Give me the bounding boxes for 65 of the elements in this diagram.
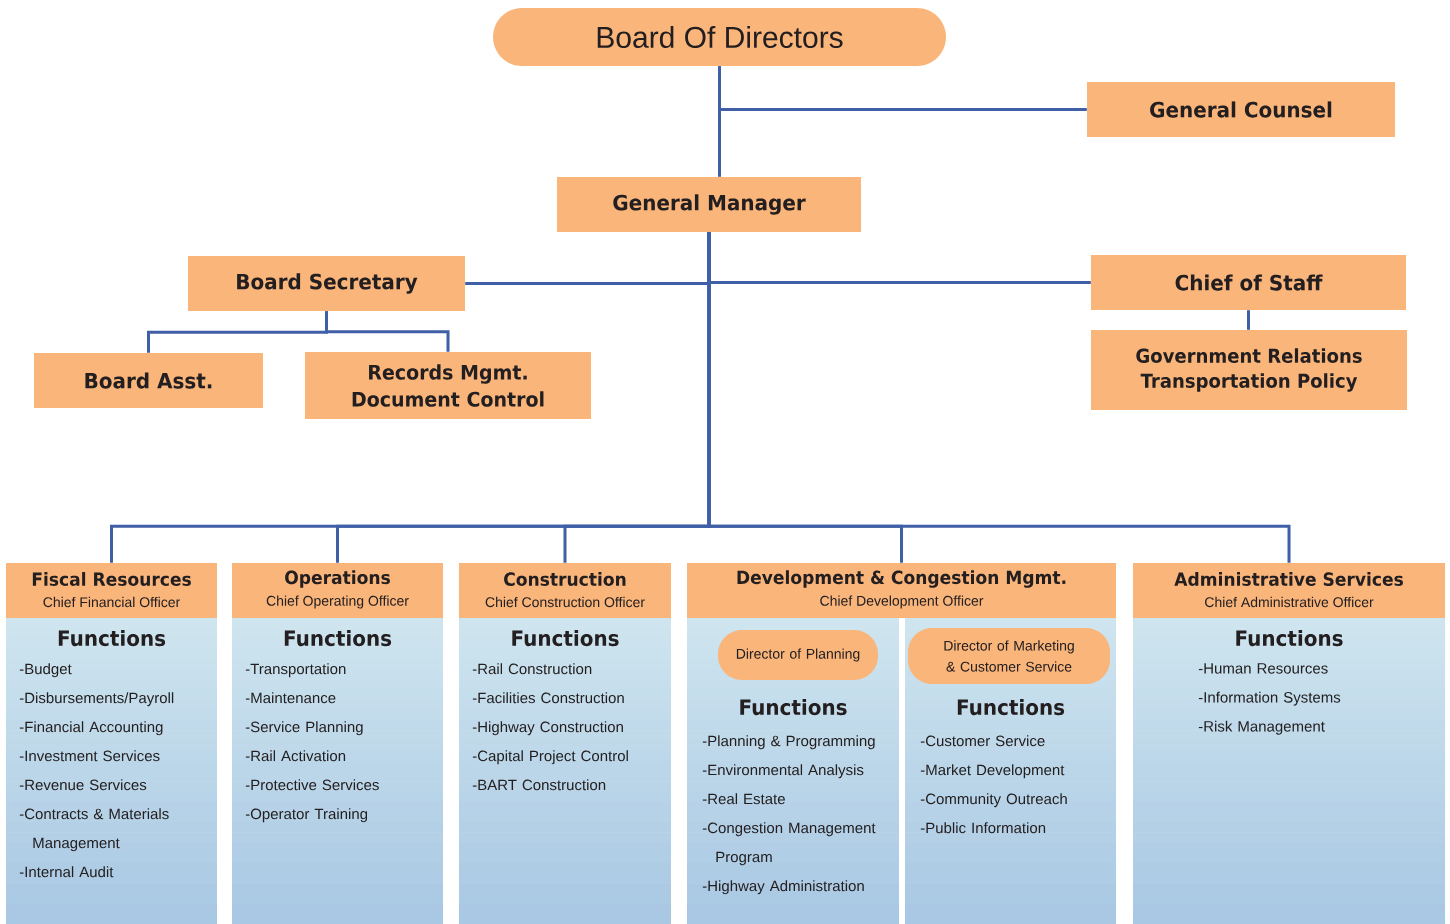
function-item: -Community Outreach xyxy=(920,793,1067,808)
functions-heading: Functions xyxy=(740,698,847,716)
officer-title: Chief Construction Officer xyxy=(485,596,645,608)
department-title: Fiscal Resources xyxy=(32,572,191,586)
function-item: -Risk Management xyxy=(1198,720,1325,735)
function-item: -Planning & Programming xyxy=(702,735,875,750)
functions-heading: Functions xyxy=(957,698,1065,716)
department-title: Administrative Services xyxy=(1174,572,1403,586)
function-item: -Congestion Management Program xyxy=(702,822,876,866)
function-item: -Financial Accounting xyxy=(19,721,163,736)
officer-title: Chief Financial Officer xyxy=(43,596,180,608)
function-item: -Disbursements/Payroll xyxy=(19,692,174,707)
department-column xyxy=(1133,563,1445,924)
connector-line xyxy=(1247,310,1250,330)
director-pill: Director of Marketing & Customer Service xyxy=(908,628,1110,684)
function-item: -Revenue Services xyxy=(19,779,147,791)
function-item: -Real Estate xyxy=(702,793,785,805)
function-item: -Information Systems xyxy=(1198,691,1341,706)
function-item: -Budget xyxy=(19,663,72,678)
function-item: -Maintenance xyxy=(245,692,336,704)
function-item: -Internal Audit xyxy=(19,866,114,878)
function-item: -Public Information xyxy=(920,822,1046,834)
role-box: Chief of Staff xyxy=(1091,255,1406,310)
officer-title: Chief Operating Officer xyxy=(266,595,409,609)
connector-line xyxy=(707,232,1291,563)
role-box: Government Relations Transportation Policy xyxy=(1091,330,1407,410)
director-pill: Director of Planning xyxy=(718,630,878,680)
role-box: Board Asst. xyxy=(34,353,263,408)
role-box: Records Mgmt. Document Control xyxy=(305,352,591,419)
department-column xyxy=(687,563,1116,618)
title-pill: Board Of Directors xyxy=(493,8,946,66)
function-item: -Market Development xyxy=(920,764,1065,779)
function-item: -Rail Construction xyxy=(472,663,592,675)
officer-title: Chief Administrative Officer xyxy=(1205,596,1374,608)
department-column xyxy=(232,563,443,924)
function-item: -Environmental Analysis xyxy=(702,764,864,779)
function-item: -Contracts & Materials Management xyxy=(19,808,169,852)
function-item: -Human Resources xyxy=(1198,663,1328,674)
department-title: Construction xyxy=(504,572,626,586)
function-item: -Operator Training xyxy=(245,808,368,823)
function-item: -Highway Administration xyxy=(702,880,864,895)
function-item: -Highway Construction xyxy=(472,721,623,736)
role-box: General Counsel xyxy=(1087,82,1395,137)
function-item: -Facilities Construction xyxy=(472,692,624,704)
department-column xyxy=(459,563,671,924)
functions-heading: Functions xyxy=(284,629,392,647)
function-item: -Protective Services xyxy=(245,779,379,791)
function-item: -BART Construction xyxy=(472,779,606,791)
function-item: -Capital Project Control xyxy=(472,750,628,765)
function-item: -Rail Activation xyxy=(245,750,346,762)
role-box: Board Secretary xyxy=(188,256,465,311)
department-column xyxy=(6,563,217,924)
function-item: -Investment Services xyxy=(19,750,160,762)
function-item: -Customer Service xyxy=(920,735,1045,747)
functions-heading: Functions xyxy=(1236,629,1343,647)
functions-heading: Functions xyxy=(58,629,166,647)
connector-line xyxy=(325,311,450,352)
department-title: Operations xyxy=(285,570,390,588)
officer-title: Chief Development Officer xyxy=(820,595,984,609)
function-item: -Transportation xyxy=(245,663,346,678)
department-title: Development & Congestion Mgmt. xyxy=(737,570,1066,588)
function-item: -Service Planning xyxy=(245,721,363,736)
functions-heading: Functions xyxy=(512,629,619,647)
role-box: General Manager xyxy=(557,177,861,232)
connector-line xyxy=(718,66,721,177)
